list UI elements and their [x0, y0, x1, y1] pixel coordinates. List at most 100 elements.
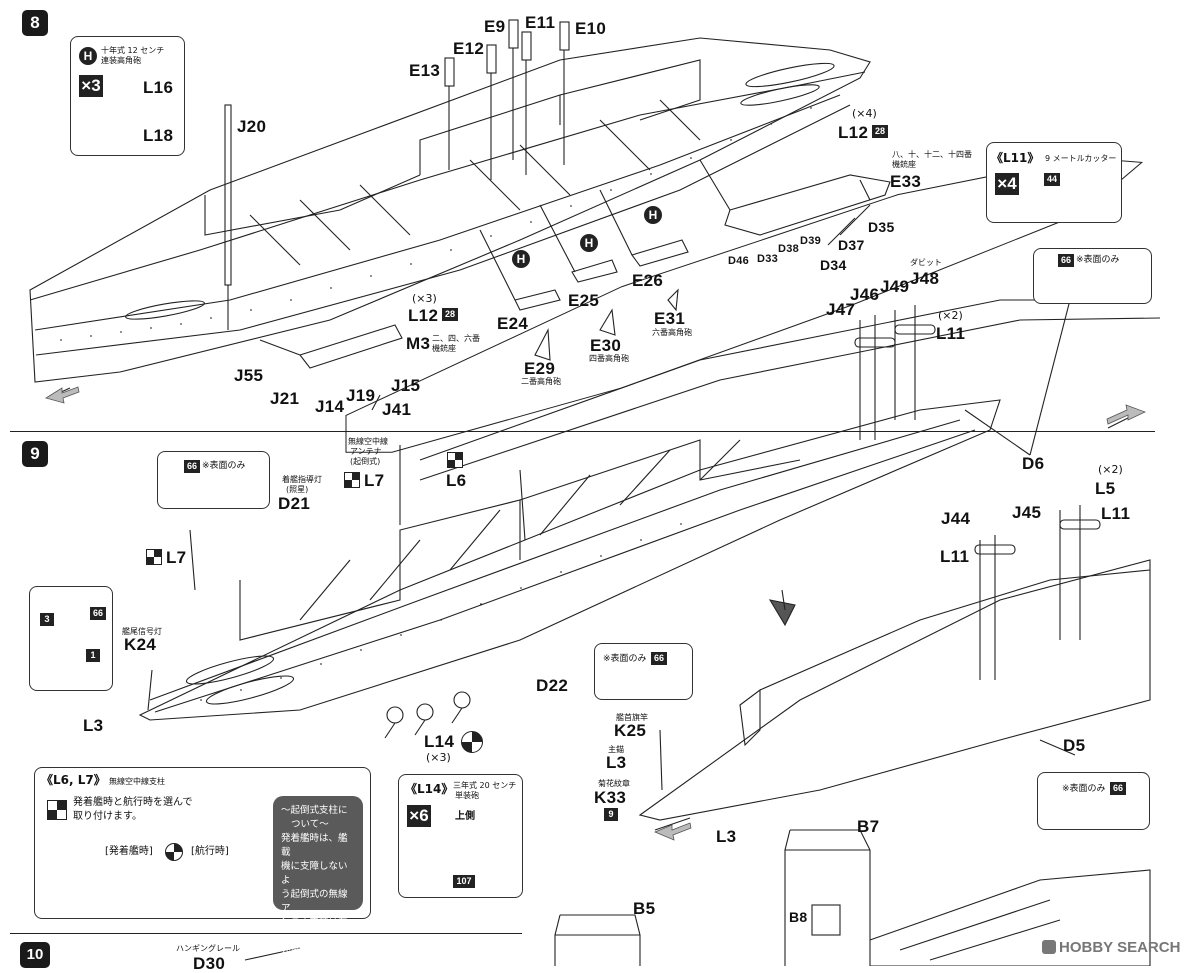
part-K33: K33: [594, 788, 627, 807]
h-badge-e25: H: [580, 234, 598, 252]
l11-multiplier: ×4: [995, 173, 1019, 195]
note-line-3: 発着艦時は、艦載: [281, 833, 348, 858]
checker-icon-l6: [447, 452, 463, 468]
tag-66-c: 66: [90, 607, 106, 620]
part-J49: J49: [880, 277, 910, 296]
surface-note-c: ※表面のみ: [603, 654, 647, 664]
watermark-text: HOBBY SEARCH: [1059, 939, 1181, 956]
tag-28-a: 28: [872, 125, 888, 138]
part-D46: D46: [728, 255, 750, 267]
part-M3: M3: [406, 334, 431, 353]
part-E24: E24: [497, 314, 529, 333]
part-J47: J47: [826, 300, 856, 319]
part-E25: E25: [568, 291, 600, 310]
part-J15: J15: [391, 376, 421, 395]
part-K24: K24: [124, 635, 157, 654]
e30-desc: 四番高角砲: [589, 354, 629, 363]
step8-divider: [10, 431, 1155, 433]
x2-count-b: (×2): [1098, 463, 1123, 476]
tag-66-a: 66: [1058, 254, 1074, 267]
tag-28-b: 28: [442, 308, 458, 321]
part-E13: E13: [409, 61, 441, 80]
part-E11: E11: [525, 13, 556, 32]
part-D6: D6: [1022, 454, 1045, 473]
tag-107: 107: [453, 875, 475, 888]
l67-line-2: 取り付けます。: [73, 811, 142, 822]
part-E26: E26: [632, 271, 664, 290]
part-E29: E29: [524, 359, 556, 378]
antenna-desc-1: 無線空中線: [348, 437, 388, 446]
h-multiplier: ×3: [79, 75, 103, 97]
part-E30: E30: [590, 336, 622, 355]
step-10-number: 10: [20, 942, 50, 968]
d21-desc-2: (照星): [286, 485, 309, 494]
m3-desc-1: 二、四、六番: [432, 334, 480, 343]
tag-3: 3: [40, 613, 54, 626]
part-D30: D30: [193, 954, 226, 973]
part-D21: D21: [278, 494, 311, 513]
x3-count-step8: (×3): [412, 292, 437, 305]
part-L3-a: L3: [83, 716, 104, 735]
x3-count-step9: (×3): [426, 751, 451, 764]
part-L16: L16: [143, 78, 174, 97]
checker-icon-l7a: [344, 472, 360, 488]
l3-desc: 主錨: [608, 745, 624, 754]
checker-icon-l67: [47, 800, 67, 820]
checker-icon-l7b: [146, 549, 162, 565]
h-desc-2: 連装高角砲: [101, 56, 141, 65]
part-D38: D38: [778, 243, 800, 255]
note-line-2: ついて〜: [291, 819, 329, 830]
step-9-number: 9: [22, 441, 48, 467]
l14-multiplier: ×6: [407, 805, 431, 827]
part-J48: J48: [910, 269, 940, 288]
l11-desc: 9 メートルカッター: [1045, 154, 1117, 163]
antenna-desc-3: (起倒式): [350, 457, 381, 466]
antenna-desc-2: アンテナ: [350, 447, 382, 456]
folding-mast-note: 〜起倒式支柱に ついて〜 発着艦時は、艦載 機に支障しないよ う起倒式の無線ア …: [273, 796, 363, 970]
surface-note-a: ※表面のみ: [1076, 255, 1120, 265]
l67-option-2: [航行時]: [191, 846, 229, 857]
l6-l7-info-box: 《L6, L7》 無線空中線支柱 発着艦時と航行時を選んで 取り付けます。 [発…: [34, 767, 371, 970]
part-E31: E31: [654, 309, 686, 328]
k33-desc: 菊花紋章: [598, 779, 630, 788]
part-K25: K25: [614, 721, 647, 740]
part-D35: D35: [868, 219, 895, 235]
note-line-4: 機に支障しないよ: [281, 861, 348, 886]
checker-icon-l14: [461, 731, 483, 753]
surface-note-d: ※表面のみ: [1062, 784, 1106, 794]
note-line-6: ンテナ支柱は左右: [281, 917, 348, 942]
part-L5: L5: [1095, 479, 1116, 498]
part-D37: D37: [838, 237, 865, 253]
part-D33: D33: [757, 253, 779, 265]
part-L7-b: L7: [166, 548, 187, 567]
part-J21: J21: [270, 389, 300, 408]
note-line-7: 外側に倒れます。: [281, 945, 339, 970]
part-L3-c: L3: [716, 827, 737, 846]
e29-desc: 二番高角砲: [521, 377, 561, 386]
part-B5: B5: [633, 899, 656, 918]
l11-title: 《L11》: [991, 151, 1040, 165]
surface-note-box-d: ※表面のみ 66: [1037, 772, 1150, 830]
watermark-icon: [1042, 940, 1056, 954]
hanging-rail-desc: ハンギングレール: [176, 944, 240, 953]
part-L6: L6: [446, 471, 467, 490]
note-line-1: 〜起倒式支柱に: [281, 805, 348, 816]
l14-title: 《L14》: [405, 782, 454, 796]
tag-1: 1: [86, 649, 100, 662]
step-8-number: 8: [22, 10, 48, 36]
checker-icon-opt: [165, 843, 183, 861]
part-L11-b: L11: [1101, 504, 1131, 523]
d21-desc-1: 着艦指導灯: [282, 475, 322, 484]
l14-desc-1: 三年式 20 センチ: [453, 781, 517, 790]
tag-9: 9: [604, 808, 618, 821]
h-desc-1: 十年式 12 センチ: [101, 46, 165, 55]
k25-desc: 艦首旗竿: [616, 713, 648, 722]
l67-option-1: [発着艦時]: [105, 846, 153, 857]
surface-note-box-a: 66 ※表面のみ: [1033, 248, 1152, 304]
h-gun-box: H 十年式 12 センチ 連装高角砲 ×3 L16 L18: [70, 36, 185, 156]
part-J55: J55: [234, 366, 264, 385]
part-L3-b: L3: [606, 753, 627, 772]
k24-desc: 艦尾信号灯: [122, 627, 162, 636]
tag-66-b: 66: [184, 460, 200, 473]
part-J46: J46: [850, 285, 880, 304]
